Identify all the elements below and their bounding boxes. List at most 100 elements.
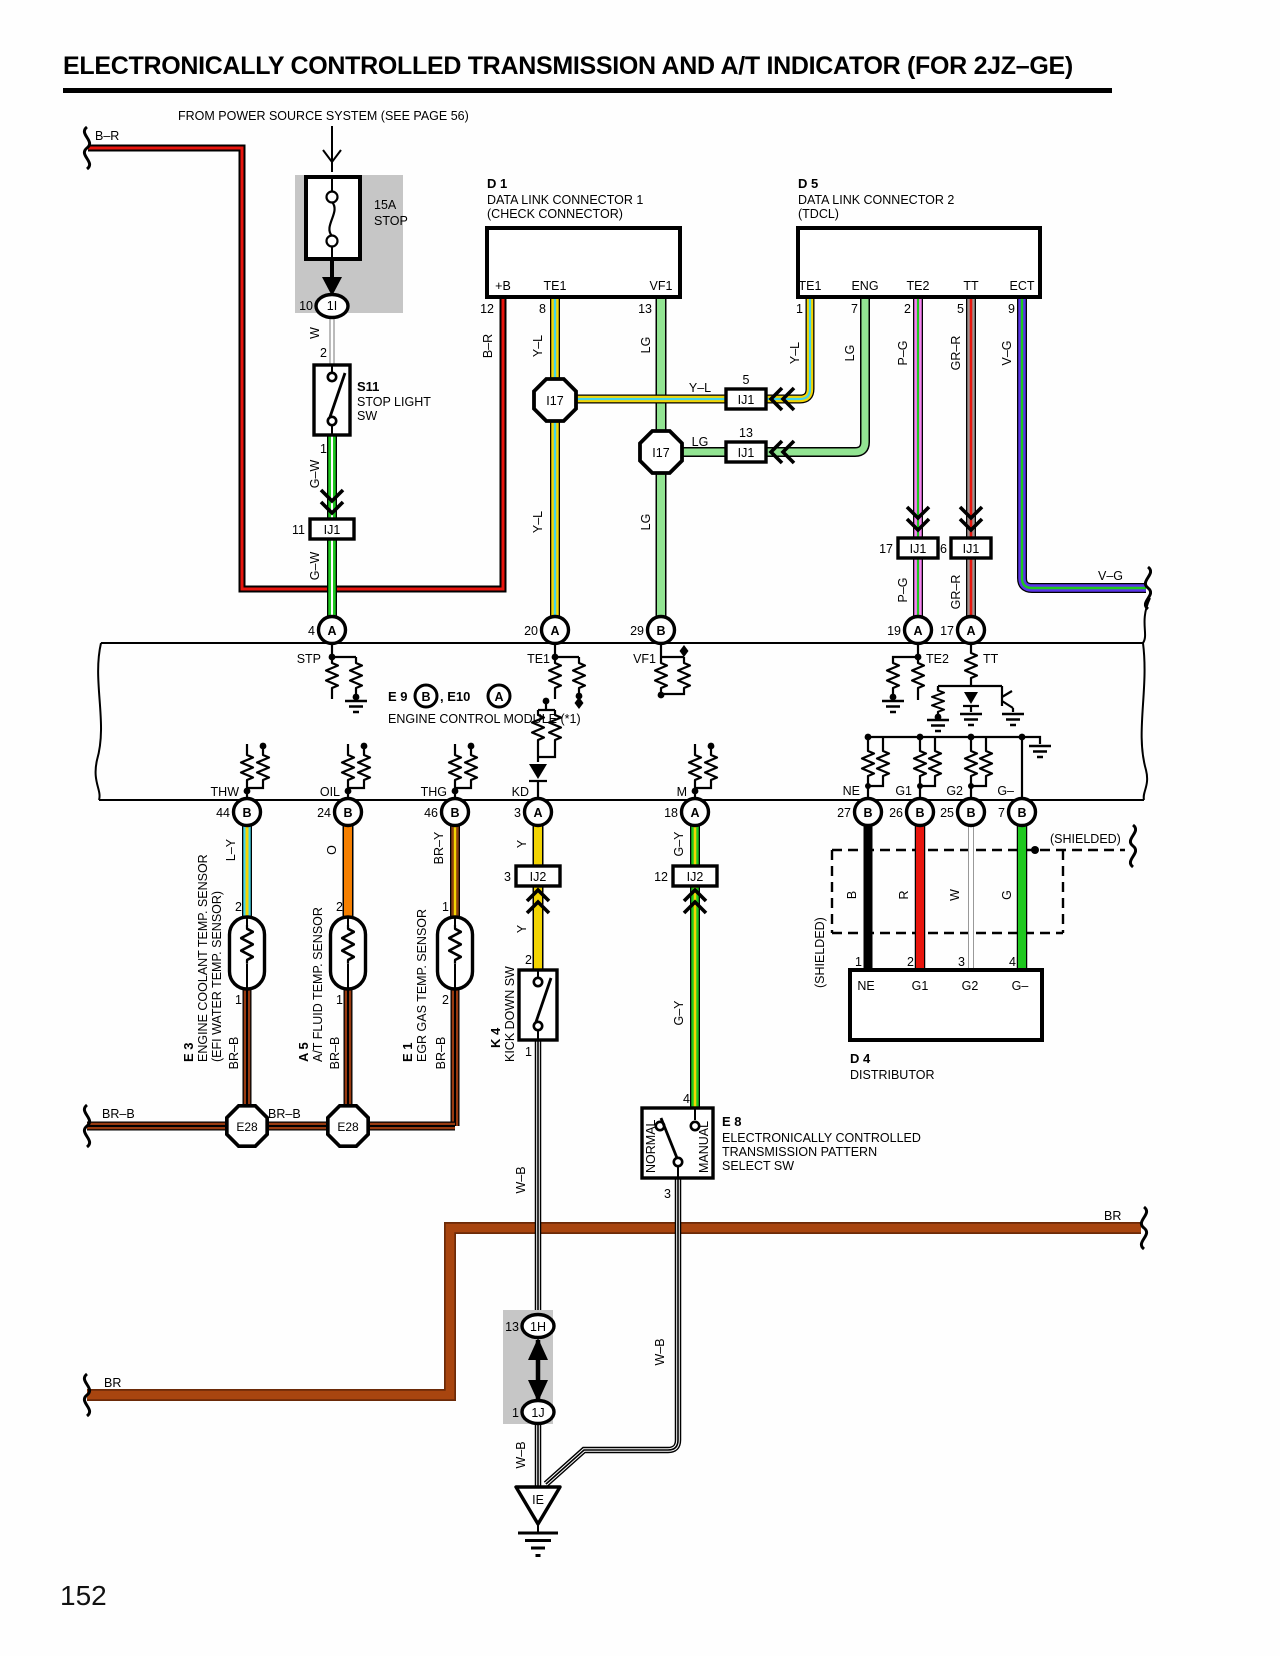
ie-ground-label: IE — [532, 1493, 544, 1507]
d5-pin-te1-num: 1 — [796, 302, 803, 316]
connector-1I-num: 10 — [299, 299, 313, 313]
wire-label-b-r-left: B–R — [95, 129, 119, 143]
pin-num: 27 — [837, 806, 851, 820]
e8-manual-label: MANUAL — [697, 1121, 711, 1173]
ecm-res-thg — [447, 742, 479, 799]
ground-icon — [518, 1531, 558, 1557]
pin-label: THW — [211, 785, 240, 799]
d5-code: D 5 — [798, 176, 818, 191]
wire-label-w-b-1j: W–B — [514, 1441, 528, 1468]
e1-code: E 1 — [400, 1042, 415, 1062]
d1-data-link-connector-1: D 1 DATA LINK CONNECTOR 1 (CHECK CONNECT… — [480, 176, 682, 316]
wire-shield-dashed-box — [830, 846, 1125, 935]
d5-sub: (TDCL) — [798, 207, 839, 221]
d5-pin-tt: TT — [963, 279, 979, 293]
wire-label-gr-r-lower: GR–R — [949, 575, 963, 610]
up-arrow-icon — [528, 1338, 548, 1360]
pin-letter: A — [533, 806, 542, 820]
e1-name1: EGR GAS TEMP. SENSOR — [415, 909, 429, 1062]
wire-label-br-b-bus1: BR–B — [102, 1107, 135, 1121]
d1-code: D 1 — [487, 176, 507, 191]
ecm-letter1: B — [421, 690, 430, 704]
pin-num: 19 — [887, 624, 901, 638]
pin-label: TT — [983, 652, 999, 666]
s11-stop-light-switch: S11 STOP LIGHT SW — [312, 363, 431, 437]
pin-letter: B — [1017, 806, 1026, 820]
shield-label-left: (SHIELDED) — [813, 917, 827, 988]
d5-pin-ect-num: 9 — [1008, 302, 1015, 316]
k4-kick-down-switch: K 4 KICK DOWN SW — [488, 966, 559, 1062]
e8-pattern-select-switch: NORMAL MANUAL E 8 ELECTRONICALLY CONTROL… — [640, 1106, 921, 1180]
wire-label-g-y: G–Y — [672, 831, 686, 857]
continuation-brace — [1139, 1205, 1149, 1251]
d5-pin-tt-num: 5 — [957, 302, 964, 316]
ecm-res-oil — [340, 742, 372, 799]
junction-ij1-13: 13 IJ1 — [724, 426, 796, 465]
pin-num: 17 — [940, 624, 954, 638]
continuation-brace — [82, 125, 92, 171]
a5-name1: A/T FLUID TEMP. SENSOR — [311, 907, 325, 1062]
e8-name1: ELECTRONICALLY CONTROLLED — [722, 1131, 921, 1145]
ij1-13-label: IJ1 — [738, 446, 755, 460]
s11-pin-top: 2 — [320, 346, 327, 360]
junction-ij1-17: 17 IJ1 — [879, 536, 940, 560]
a5-pin-top: 2 — [336, 900, 343, 914]
wire-label-p-g-lower: P–G — [896, 577, 910, 602]
wire-lg-branch — [681, 295, 865, 452]
d4-pin-g1: G1 — [912, 979, 929, 993]
wire-label-br-left: BR — [104, 1376, 121, 1390]
pin-letter: A — [550, 624, 559, 638]
d4-pin3-num: 3 — [958, 955, 965, 969]
d5-data-link-connector-2: D 5 DATA LINK CONNECTOR 2 (TDCL) TE1 ENG… — [796, 176, 1042, 316]
wire-label-o: O — [325, 845, 339, 855]
wire-v-g — [1022, 295, 1146, 588]
d4-pin2-num: 2 — [907, 955, 914, 969]
pin-label: TE1 — [527, 652, 550, 666]
pin-letter: B — [343, 806, 352, 820]
e8-normal-label: NORMAL — [644, 1119, 658, 1173]
e28-a-label: E28 — [236, 1120, 258, 1134]
continuation-brace — [1128, 823, 1138, 869]
k4-pin-top: 2 — [525, 953, 532, 967]
wire-label-w: W — [308, 327, 322, 339]
a5-pin-bottom: 1 — [336, 993, 343, 1007]
ecm-bottom-pins: THW B 44 OIL B 24 THG B 46 KD A 3 M A 18… — [211, 784, 1038, 828]
wire-label-lg-branch: LG — [692, 435, 709, 449]
sensor-a5-at-fluid-temp: A 5 A/T FLUID TEMP. SENSOR 2 1 BR–B — [296, 900, 368, 1069]
continuation-brace — [82, 1103, 92, 1149]
pin-num: 25 — [940, 806, 954, 820]
s11-code: S11 — [357, 379, 379, 394]
junction-ij1-5: 5 IJ1 — [724, 373, 796, 412]
e8-code: E 8 — [722, 1114, 742, 1129]
fuse-rating: 15A — [374, 198, 397, 212]
connector-1j-id: 1J — [531, 1406, 544, 1420]
wire-label-r: R — [897, 890, 911, 899]
pin-num: 20 — [524, 624, 538, 638]
i17-b-label: I17 — [652, 446, 669, 460]
d4-code: D 4 — [850, 1051, 871, 1066]
e8-pin-top: 4 — [683, 1092, 690, 1106]
ecm-engine-control-module: E 9 B , E10 A ENGINE CONTROL MODULE (*1) — [94, 597, 1151, 828]
wire-label-b-r: B–R — [481, 334, 495, 358]
pin-letter: A — [913, 624, 922, 638]
ie-ground: IE — [514, 1485, 562, 1557]
e8-name2: TRANSMISSION PATTERN — [722, 1145, 877, 1159]
ij1-11-label: IJ1 — [324, 523, 341, 537]
wire-label-y-l-lower: Y–L — [531, 511, 545, 533]
d5-pin-te2-num: 2 — [904, 302, 911, 316]
page-number: 152 — [60, 1580, 107, 1611]
k4-pin-bottom: 1 — [525, 1045, 532, 1059]
pin-label: G1 — [895, 784, 912, 798]
e3-name1: ENGINE COOLANT TEMP. SENSOR — [196, 854, 210, 1062]
d4-pin-g2: G2 — [962, 979, 979, 993]
pin-letter: B — [915, 806, 924, 820]
wire-label-w-b-e8: W–B — [653, 1338, 667, 1365]
pin-num: 29 — [630, 624, 644, 638]
i17-a-label: I17 — [546, 394, 563, 408]
d1-pin-te1: TE1 — [544, 279, 567, 293]
d4-pin4-num: 4 — [1009, 955, 1016, 969]
a5-code: A 5 — [296, 1042, 311, 1062]
d5-pin-eng-num: 7 — [851, 302, 858, 316]
continuation-brace — [82, 1372, 92, 1418]
